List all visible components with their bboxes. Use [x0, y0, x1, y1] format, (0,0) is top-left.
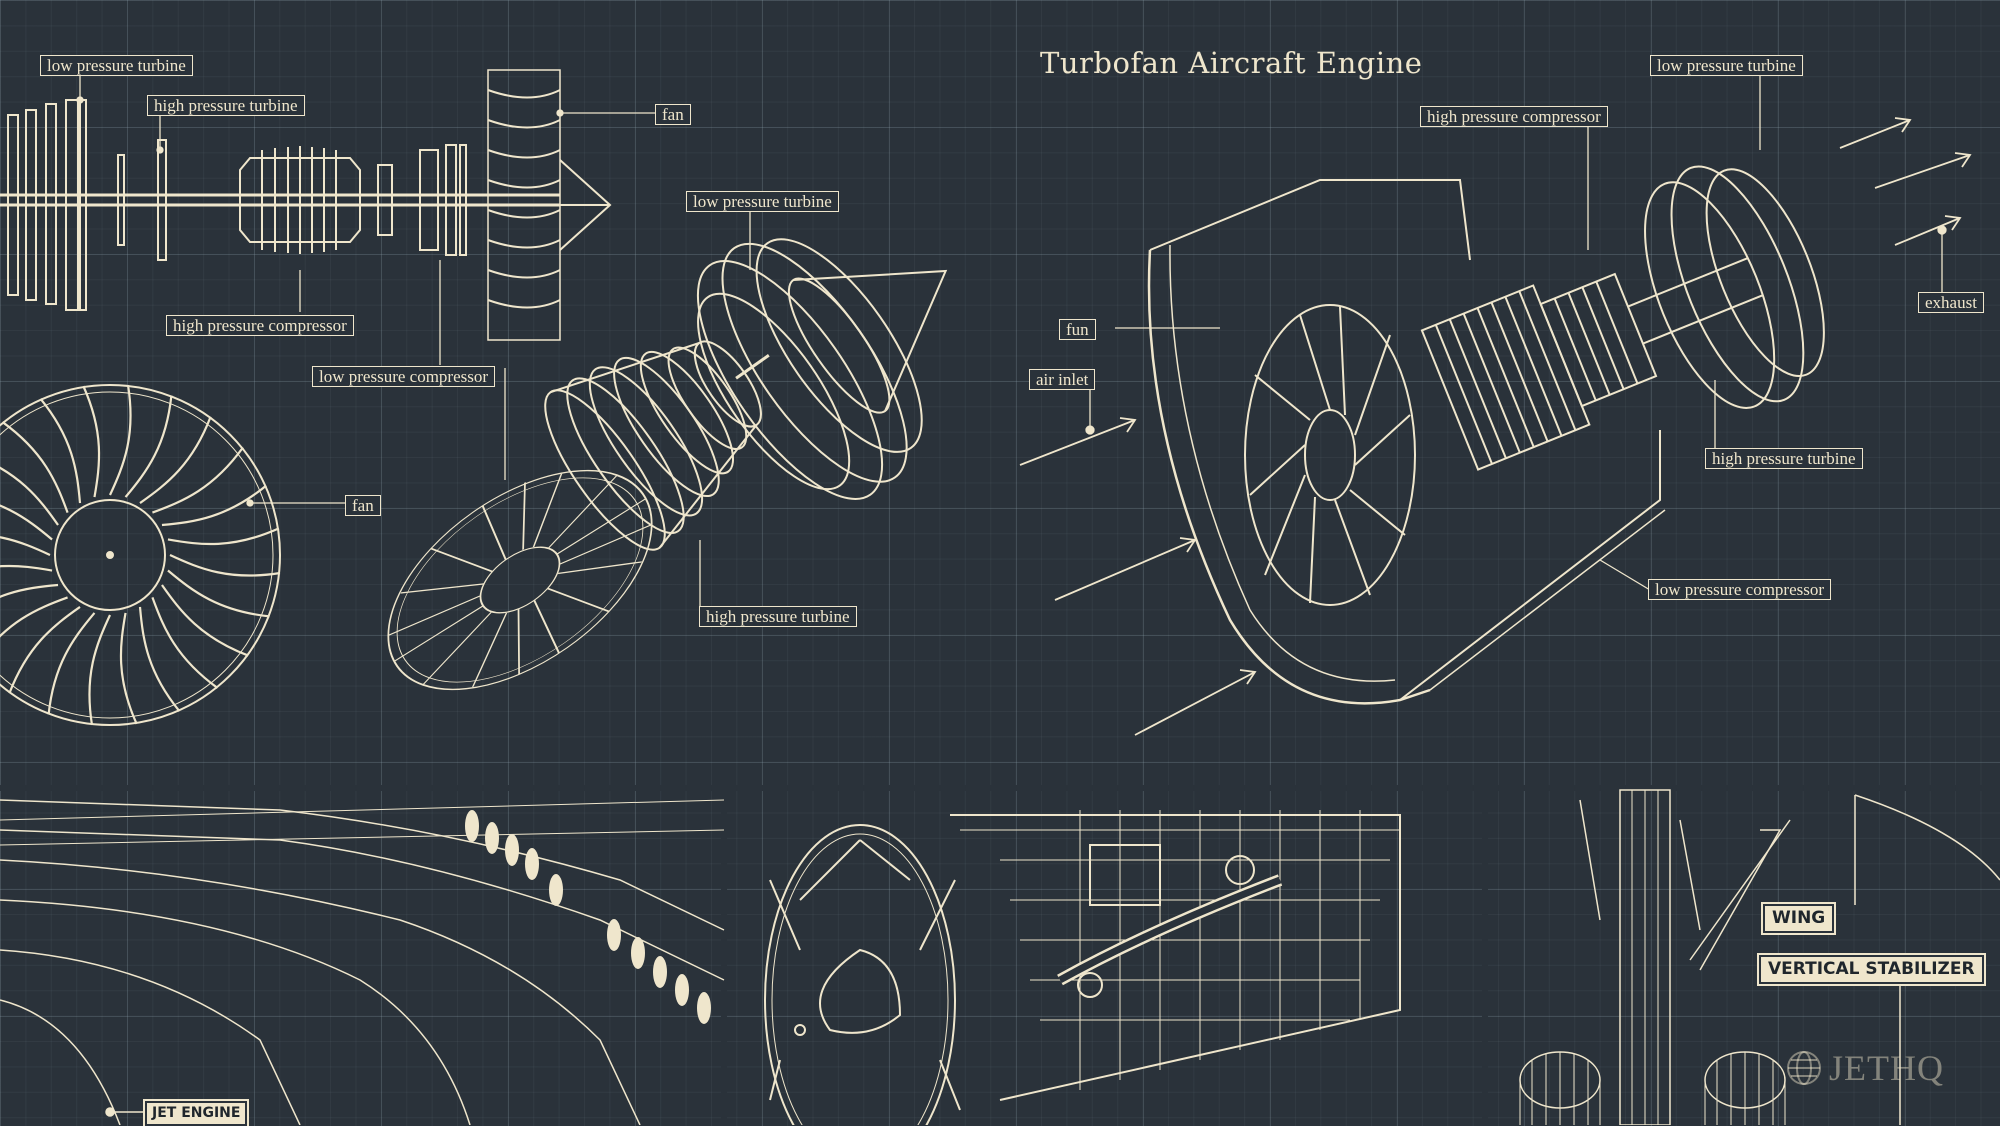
label-jet-engine: JET ENGINE	[142, 1099, 250, 1126]
label-high-pressure-compressor: high pressure compressor	[166, 315, 354, 336]
label-fan: fan	[655, 104, 691, 125]
fan-disc-drawing	[0, 383, 282, 727]
watermark: JETHQ	[1785, 1047, 1944, 1089]
label-fun: fun	[1059, 319, 1096, 340]
label-vertical-stabilizer: VERTICAL STABILIZER	[1757, 953, 1986, 986]
label-low-pressure-compressor: low pressure compressor	[312, 366, 496, 387]
tail-assembly-drawing	[1519, 789, 2000, 1125]
label-high-pressure-compressor: high pressure compressor	[1420, 106, 1608, 127]
fuselage-wireframe-drawing	[0, 799, 725, 1125]
isometric-engine-core-drawing	[387, 238, 948, 691]
engine-detail-drawing	[764, 810, 1401, 1125]
watermark-text: JETHQ	[1829, 1048, 1944, 1088]
page-title: Turbofan Aircraft Engine	[1040, 46, 1423, 80]
label-high-pressure-turbine: high pressure turbine	[147, 95, 305, 116]
cutaway-engine-drawing	[1019, 117, 1972, 736]
exploded-shaft-drawing	[0, 69, 612, 341]
label-wing: WING	[1760, 902, 1837, 935]
label-exhaust: exhaust	[1918, 292, 1984, 313]
label-low-pressure-turbine: low pressure turbine	[686, 191, 839, 212]
label-low-pressure-compressor: low pressure compressor	[1648, 579, 1832, 600]
label-low-pressure-turbine: low pressure turbine	[1650, 55, 1803, 76]
globe-icon	[1787, 1051, 1821, 1085]
label-high-pressure-turbine: high pressure turbine	[1705, 448, 1863, 469]
label-air-inlet: air inlet	[1029, 369, 1096, 390]
label-high-pressure-turbine: high pressure turbine	[699, 606, 857, 627]
label-fan: fan	[345, 495, 381, 516]
label-low-pressure-turbine: low pressure turbine	[40, 55, 193, 76]
